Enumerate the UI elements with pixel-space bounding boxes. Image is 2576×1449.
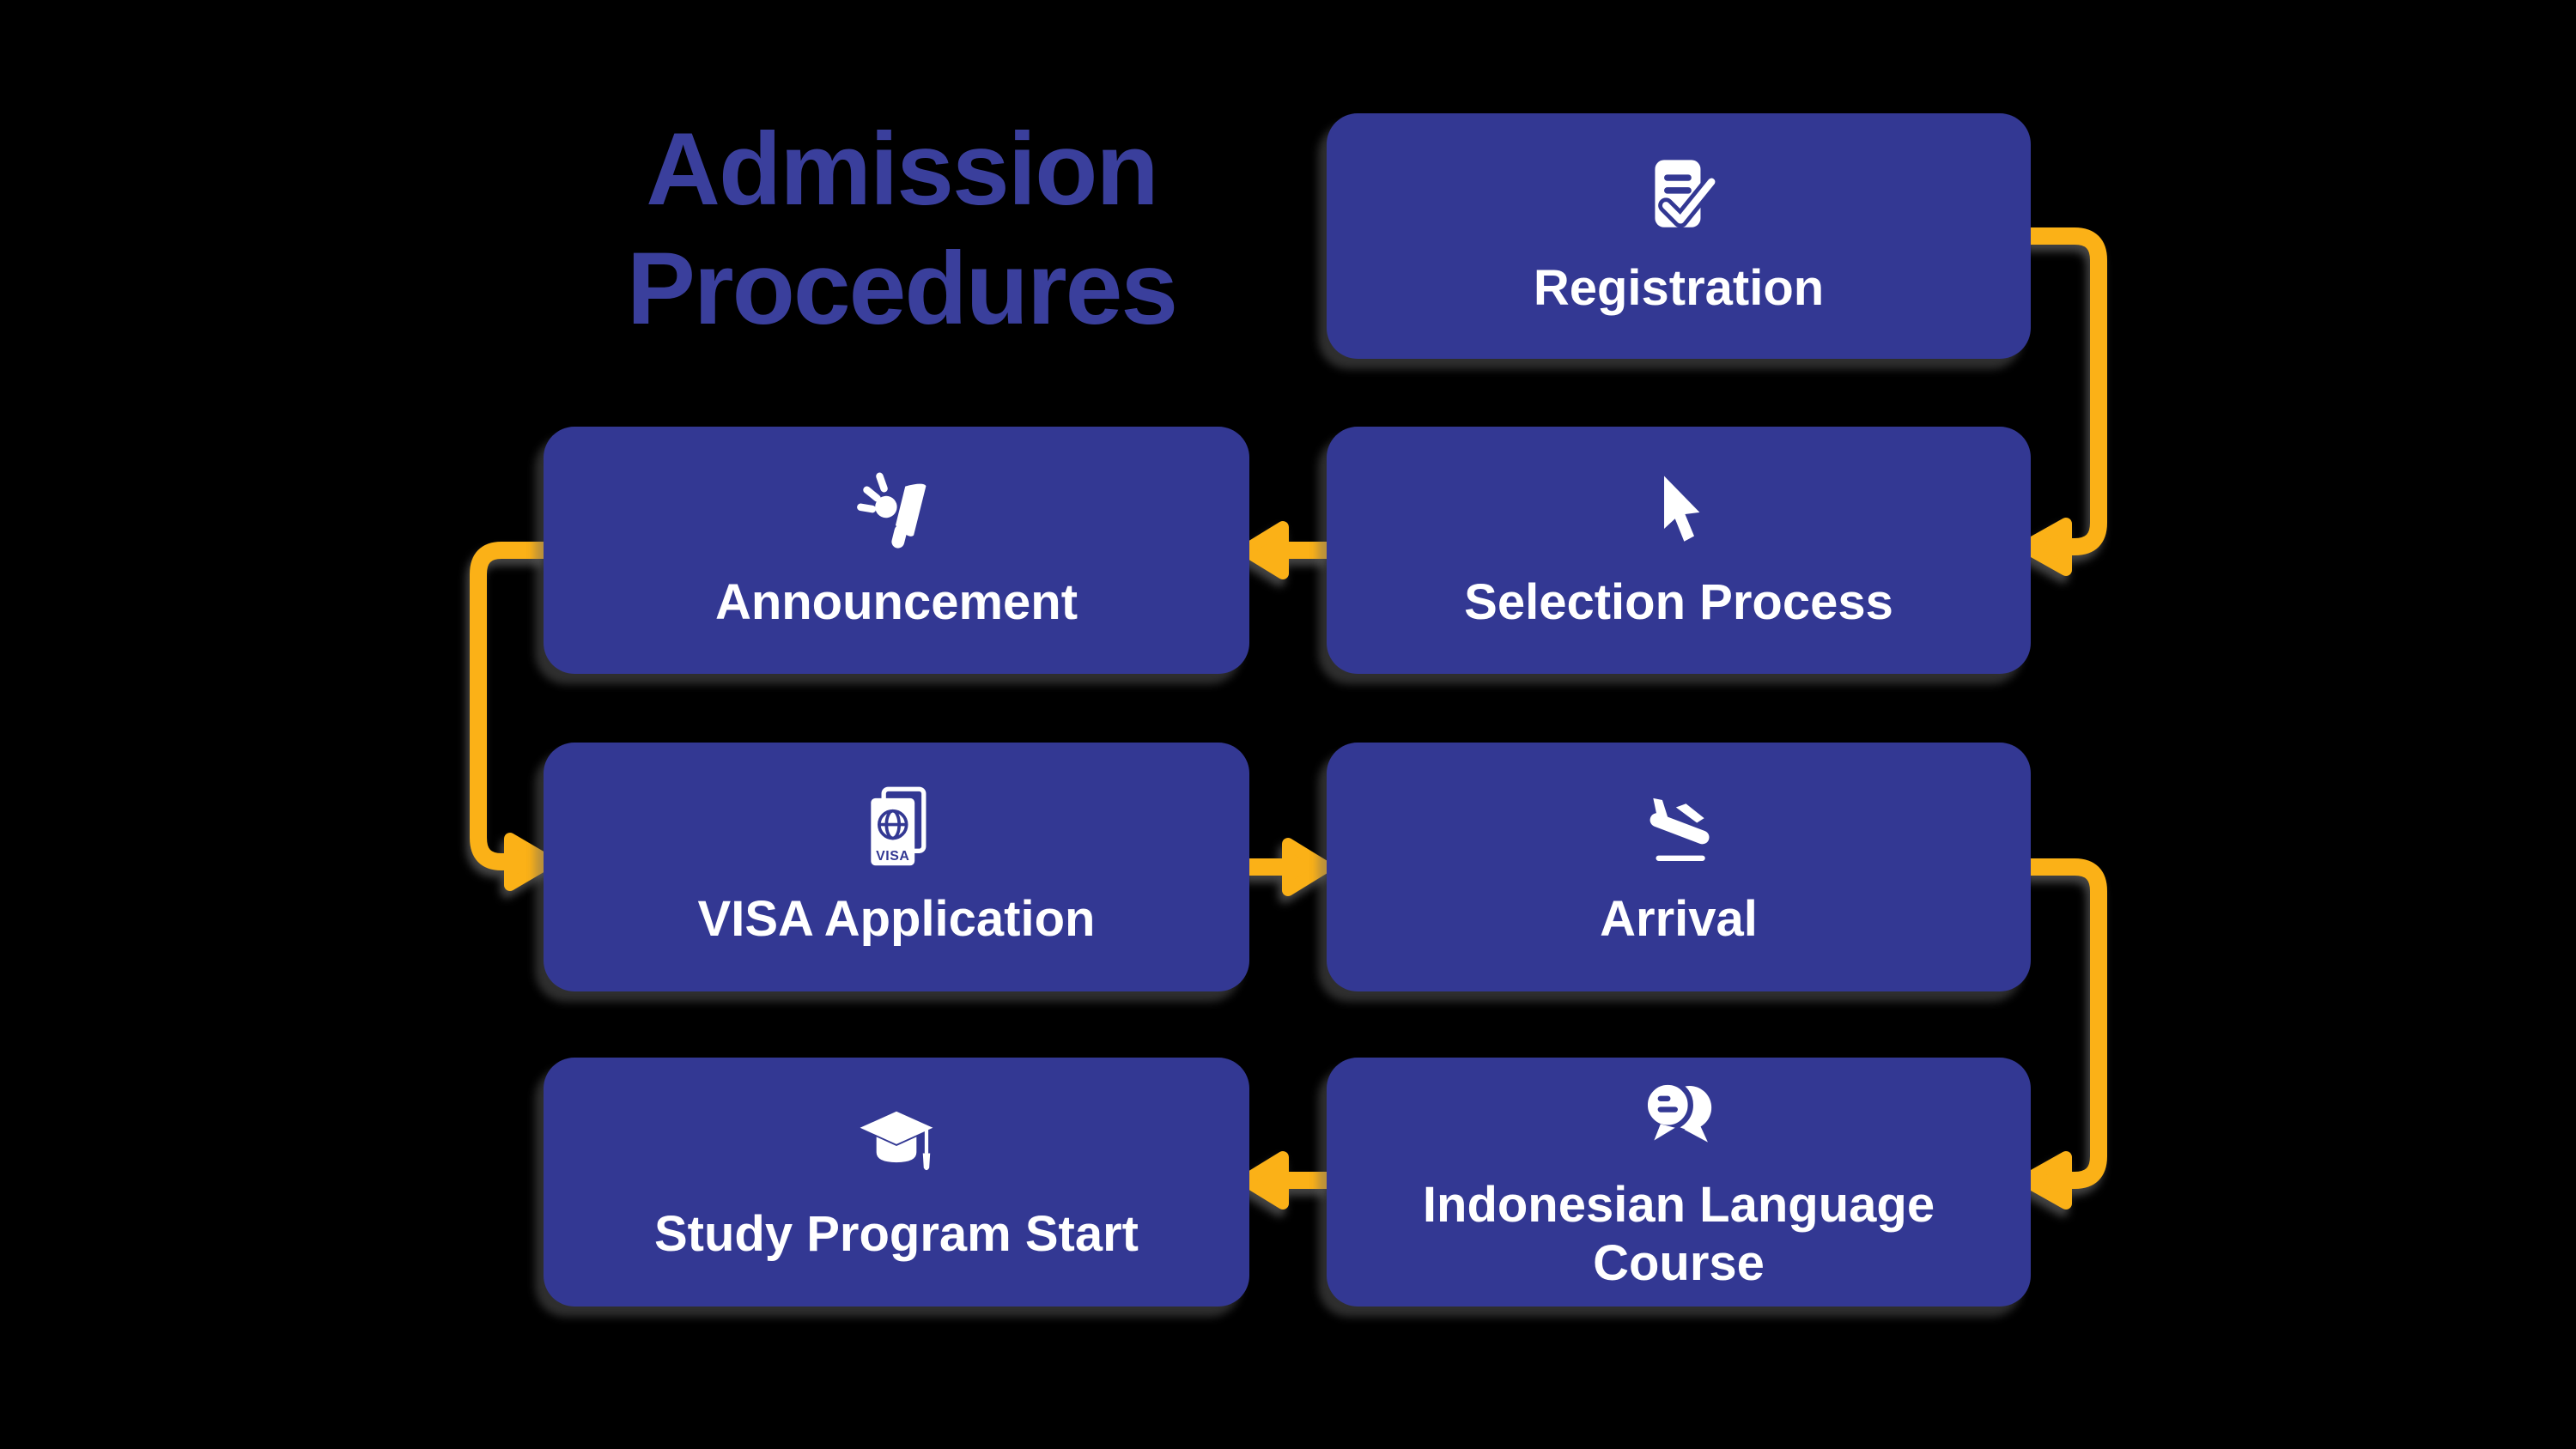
connector-announcement-to-visa xyxy=(470,542,546,870)
passport-visa-icon: VISA xyxy=(846,785,947,876)
chat-bubbles-icon xyxy=(1628,1071,1729,1162)
arrowhead-into-selection xyxy=(2019,518,2072,576)
arrowhead-into-study xyxy=(1239,1151,1289,1210)
document-check-icon xyxy=(1628,155,1729,246)
step-box-visa-application: VISA VISA Application xyxy=(544,743,1249,991)
passport-visa-text: VISA xyxy=(876,849,909,864)
step-box-registration: Registration xyxy=(1327,113,2031,359)
megaphone-icon xyxy=(846,469,947,560)
page-title-line2: Procedures xyxy=(626,231,1178,347)
plane-landing-icon xyxy=(1628,785,1729,876)
page-title-line1: Admission xyxy=(646,112,1158,227)
step-box-arrival: Arrival xyxy=(1327,743,2031,991)
cursor-icon xyxy=(1628,469,1729,560)
step-box-study-program-start: Study Program Start xyxy=(544,1058,1249,1307)
page-title: Admission Procedures xyxy=(532,110,1271,349)
step-label: Selection Process xyxy=(1464,573,1893,630)
step-label: VISA Application xyxy=(697,890,1096,947)
step-label: Registration xyxy=(1533,259,1825,316)
arrowhead-into-visa xyxy=(504,833,556,891)
arrowhead-into-arrival xyxy=(1282,838,1332,896)
arrowhead-into-announcement xyxy=(1239,521,1289,579)
connector-registration-to-selection xyxy=(2028,227,2107,555)
step-box-selection-process: Selection Process xyxy=(1327,427,2031,674)
graduation-cap-icon xyxy=(846,1100,947,1191)
step-label: Announcement xyxy=(714,573,1078,630)
connector-arrival-to-language xyxy=(2028,858,2107,1189)
step-box-announcement: Announcement xyxy=(544,427,1249,674)
step-box-indonesian-language-course: Indonesian Language Course xyxy=(1327,1058,2031,1307)
arrowhead-into-language xyxy=(2019,1151,2072,1210)
step-label: Indonesian Language Course xyxy=(1422,1176,1935,1291)
step-label: Study Program Start xyxy=(654,1205,1139,1262)
step-label: Arrival xyxy=(1600,890,1758,947)
